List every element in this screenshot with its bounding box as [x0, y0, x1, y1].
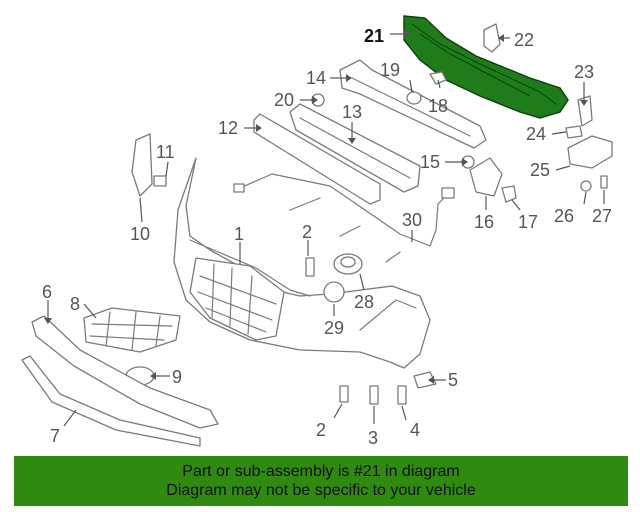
part-10-bracket[interactable] [131, 133, 153, 197]
part-26-screw[interactable] [580, 180, 592, 192]
callout-1[interactable]: 1 [234, 224, 244, 244]
part-25-mount[interactable] [567, 135, 613, 169]
callout-21[interactable]: 21 [364, 26, 384, 46]
callout-12[interactable]: 12 [218, 118, 238, 138]
part-19-nut[interactable] [406, 91, 422, 105]
callout-25[interactable]: 25 [530, 160, 550, 180]
callout-23[interactable]: 23 [574, 62, 594, 82]
callout-24[interactable]: 24 [526, 124, 546, 144]
callout-8[interactable]: 8 [70, 294, 80, 314]
callout-17[interactable]: 17 [518, 212, 538, 232]
part-1-bumper-cover[interactable] [173, 157, 431, 369]
part-7-spoiler-strip[interactable] [21, 355, 201, 447]
parts-diagram: 21 22 14 19 18 20 13 12 23 24 25 15 16 1… [21, 15, 613, 448]
part-4-bolt[interactable] [397, 385, 407, 405]
part-29-ring[interactable] [323, 281, 345, 303]
callout-6[interactable]: 6 [42, 282, 52, 302]
part-12-bracket-bar[interactable] [253, 113, 381, 205]
callout-3[interactable]: 3 [368, 428, 378, 448]
part-6-lower-trim[interactable] [31, 315, 219, 429]
callout-15[interactable]: 15 [420, 152, 440, 172]
callout-10[interactable]: 10 [130, 224, 150, 244]
info-banner: Part or sub-assembly is #21 in diagram D… [14, 456, 628, 506]
callout-2-upper[interactable]: 2 [302, 222, 312, 242]
part-16-bracket[interactable] [469, 157, 503, 197]
part-27-screw[interactable] [600, 175, 608, 189]
part-30-wiring-harness[interactable] [233, 173, 455, 263]
callout-20[interactable]: 20 [274, 90, 294, 110]
callout-27[interactable]: 27 [592, 206, 612, 226]
part-17-clip[interactable] [501, 185, 517, 203]
callout-22[interactable]: 22 [514, 30, 534, 50]
part-3-bolt[interactable] [369, 385, 379, 405]
callout-19[interactable]: 19 [380, 60, 400, 80]
banner-line-1: Part or sub-assembly is #21 in diagram [182, 463, 460, 480]
part-2-bolt-lower[interactable] [339, 385, 349, 403]
part-28-sensor[interactable] [333, 253, 363, 275]
part-2-bolt-upper[interactable] [305, 257, 315, 277]
part-23-bracket[interactable] [577, 95, 593, 127]
callout-29[interactable]: 29 [324, 318, 344, 338]
part-18-bolt[interactable] [429, 71, 447, 85]
callout-16[interactable]: 16 [474, 212, 494, 232]
callout-2-lower[interactable]: 2 [316, 420, 326, 440]
callout-7[interactable]: 7 [50, 426, 60, 446]
callout-4[interactable]: 4 [410, 420, 420, 440]
part-11-clip[interactable] [153, 175, 167, 187]
part-13-absorber[interactable] [289, 103, 421, 193]
callout-28[interactable]: 28 [354, 292, 374, 312]
callout-18[interactable]: 18 [428, 96, 448, 116]
banner-line-2: Diagram may not be specific to your vehi… [166, 482, 476, 499]
callout-9[interactable]: 9 [172, 367, 182, 387]
part-21-energy-absorber[interactable] [403, 15, 569, 119]
part-22-bracket[interactable] [483, 23, 501, 53]
callout-11[interactable]: 11 [156, 142, 175, 162]
leader-arrowheads [44, 30, 588, 384]
leader-lines [47, 33, 605, 427]
callout-13[interactable]: 13 [342, 102, 362, 122]
part-24-clip[interactable] [565, 125, 583, 139]
part-5-clip[interactable] [413, 371, 437, 389]
callout-5[interactable]: 5 [448, 370, 458, 390]
part-8-lower-grille[interactable] [83, 307, 181, 353]
callout-14[interactable]: 14 [306, 68, 326, 88]
callout-26[interactable]: 26 [554, 206, 574, 226]
callout-30[interactable]: 30 [402, 210, 422, 230]
